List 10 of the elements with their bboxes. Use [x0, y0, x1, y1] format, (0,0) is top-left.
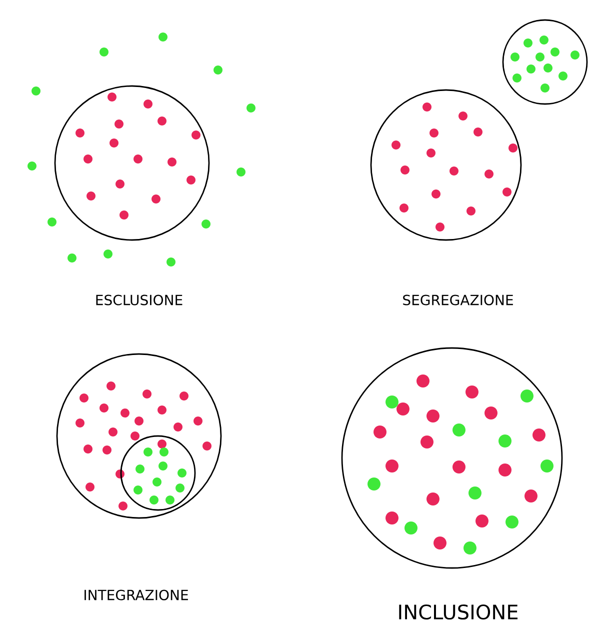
circle-outline — [54, 85, 210, 241]
circle-outline — [56, 353, 222, 519]
circle-outline — [502, 19, 588, 105]
caption-label: SEGREGAZIONE — [403, 294, 513, 306]
circle-outline — [120, 435, 196, 511]
caption-label: ESCLUSIONE — [96, 294, 182, 306]
circle-outline — [341, 347, 563, 569]
caption-label: INTEGRAZIONE — [84, 590, 188, 600]
caption-label: INCLUSIONE — [399, 604, 518, 620]
circle-outline — [370, 89, 522, 241]
